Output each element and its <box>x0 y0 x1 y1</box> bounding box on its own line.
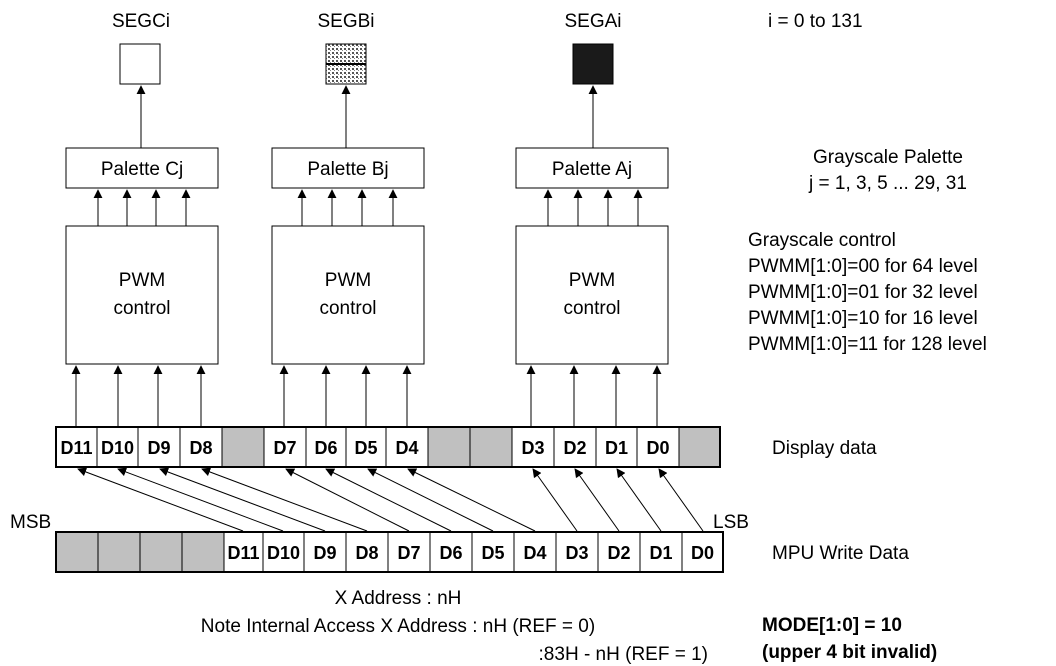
msb-label: MSB <box>10 512 51 533</box>
display-data-register: D11 D10 D9 D8 D7 D6 D5 D4 D3 D2 D1 D0 <box>55 426 721 468</box>
mpu-write-data-label: MPU Write Data <box>772 543 909 564</box>
unused-bit-cell <box>139 531 183 573</box>
palette-note-title: Grayscale Palette <box>813 147 963 168</box>
bit-label: D7 <box>397 543 420 563</box>
bit-cell <box>553 426 597 468</box>
internal-access-note-ref1: :83H - nH (REF = 1) <box>539 644 708 665</box>
bit-label: D0 <box>691 543 714 563</box>
segment-b-swatch <box>325 43 367 85</box>
bit-label: D4 <box>395 438 418 458</box>
bit-cell <box>681 531 724 573</box>
mpu-to-display-mapping-arrows <box>77 467 704 532</box>
bit-label: D9 <box>147 438 170 458</box>
pwm-c-to-palette-arrows <box>93 189 191 226</box>
segment-index-range: i = 0 to 131 <box>768 11 863 32</box>
pwm-c-line1: PWM <box>119 270 165 291</box>
segment-a-swatch <box>572 43 614 85</box>
pwm-b-line2: control <box>319 298 376 319</box>
bit-label: D4 <box>523 543 546 563</box>
palette-c-label: Palette Cj <box>101 159 183 180</box>
mpu-write-data-register: D11 D10 D9 D8 D7 D6 D5 D4 D3 D2 D1 D0 <box>55 531 724 573</box>
bit-label: D6 <box>314 438 337 458</box>
bit-cell <box>345 426 387 468</box>
bit-cell <box>262 531 305 573</box>
display-data-label: Display data <box>772 438 877 459</box>
bit-label: D1 <box>605 438 628 458</box>
pwm-control-b-box <box>271 225 425 365</box>
x-address-note: X Address : nH <box>335 588 462 609</box>
palette-c-box <box>65 147 219 189</box>
bit-cell <box>345 531 389 573</box>
unused-bit-cell <box>469 426 513 468</box>
unused-bit-cell <box>678 426 721 468</box>
pwm-control-c-box <box>65 225 219 365</box>
palette-note-range: j = 1, 3, 5 ... 29, 31 <box>808 173 967 194</box>
bit-label: D2 <box>607 543 630 563</box>
bit-label: D3 <box>565 543 588 563</box>
grayscale-control-line-3: PWMM[1:0]=10 for 16 level <box>748 308 978 329</box>
palette-a-box <box>515 147 669 189</box>
segment-label-b: SEGBi <box>317 11 374 32</box>
bit-label: D3 <box>521 438 544 458</box>
register-border <box>55 426 721 468</box>
bit-label: D10 <box>101 438 134 458</box>
unused-bit-cell <box>55 531 99 573</box>
bit-cell <box>595 426 638 468</box>
bit-label: D10 <box>267 543 300 563</box>
bit-label: D6 <box>439 543 462 563</box>
unused-bit-cell <box>221 426 265 468</box>
bit-label: D8 <box>355 543 378 563</box>
bit-cell <box>636 426 680 468</box>
pwm-b-line1: PWM <box>325 270 371 291</box>
bit-label: D5 <box>481 543 504 563</box>
bit-label: D9 <box>313 543 336 563</box>
bit-label: D11 <box>60 438 92 458</box>
display-to-pwm-b-arrows <box>279 365 412 426</box>
bit-label: D11 <box>227 543 259 563</box>
pwm-c-line2: control <box>113 298 170 319</box>
unused-bit-cell <box>181 531 225 573</box>
palette-a-label: Palette Aj <box>552 159 632 180</box>
bit-label: D5 <box>354 438 377 458</box>
bit-label: D8 <box>189 438 212 458</box>
grayscale-control-line-4: PWMM[1:0]=11 for 128 level <box>748 334 987 355</box>
pwm-b-to-palette-arrows <box>297 189 398 226</box>
bit-label: D1 <box>649 543 672 563</box>
bit-cell <box>471 531 515 573</box>
grayscale-control-title: Grayscale control <box>748 230 896 251</box>
bit-label: D2 <box>563 438 586 458</box>
bit-cell <box>179 426 223 468</box>
display-to-pwm-a-arrows <box>526 365 662 426</box>
segment-label-c: SEGCi <box>112 11 170 32</box>
segment-label-a: SEGAi <box>564 11 621 32</box>
pwm-a-to-palette-arrows <box>543 189 643 226</box>
unused-bit-cell <box>427 426 471 468</box>
mode-note-line1: MODE[1:0] = 10 <box>762 615 902 636</box>
palette-b-label: Palette Bj <box>307 159 388 180</box>
register-border <box>55 531 724 573</box>
lsb-label: LSB <box>713 512 749 533</box>
bit-label: D7 <box>273 438 296 458</box>
bit-cell <box>263 426 307 468</box>
bit-cell <box>55 426 98 468</box>
palette-b-box <box>271 147 425 189</box>
display-to-pwm-c-arrows <box>71 365 206 426</box>
mode-note-line2: (upper 4 bit invalid) <box>762 642 937 663</box>
bit-label: D0 <box>646 438 669 458</box>
bit-cell <box>429 531 473 573</box>
unused-bit-cell <box>97 531 141 573</box>
segment-c-swatch <box>119 43 161 85</box>
pwm-a-line2: control <box>563 298 620 319</box>
pwm-a-line1: PWM <box>569 270 615 291</box>
grayscale-control-line-1: PWMM[1:0]=00 for 64 level <box>748 256 978 277</box>
grayscale-control-line-2: PWMM[1:0]=01 for 32 level <box>748 282 978 303</box>
pwm-control-a-box <box>515 225 669 365</box>
internal-access-note-ref0: Note Internal Access X Address : nH (REF… <box>201 616 595 637</box>
